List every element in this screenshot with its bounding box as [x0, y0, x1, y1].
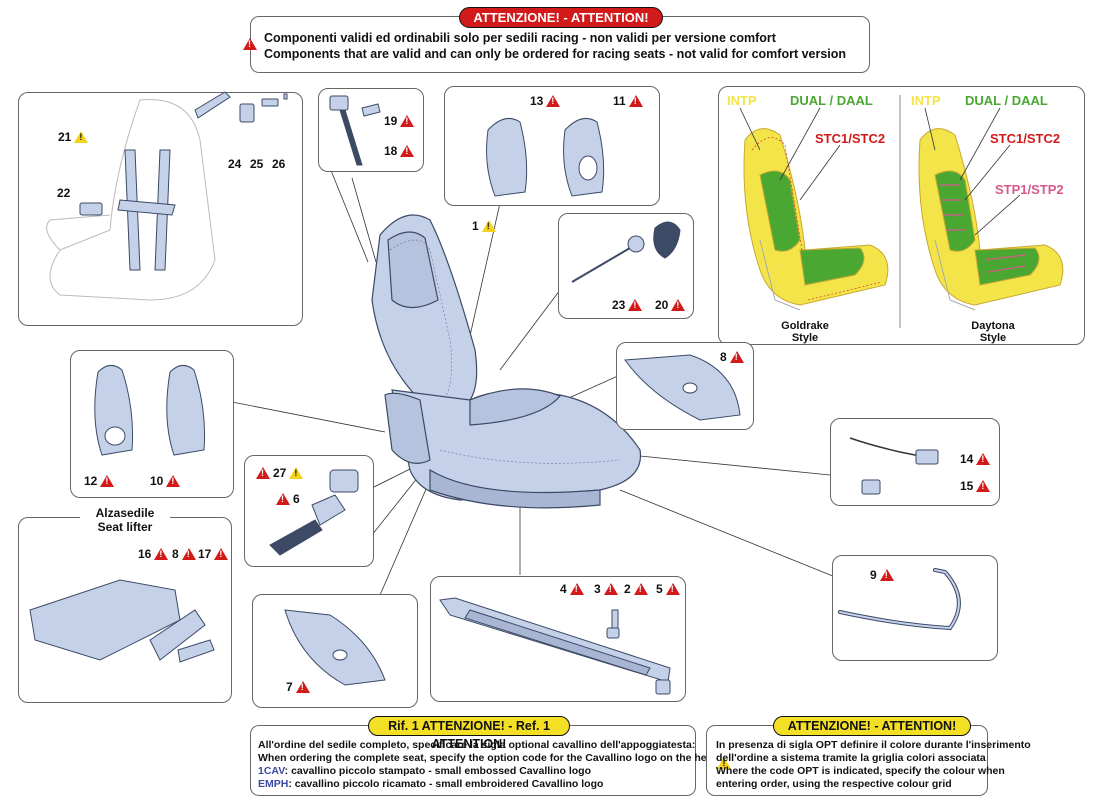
- callout-14: 14: [960, 452, 991, 466]
- ref-notice-l4: EMPH: cavallino piccolo ricamato - small…: [258, 778, 604, 790]
- callout-8-right: 8: [720, 350, 744, 364]
- seat-lifter-title-it: Alzasedile: [80, 507, 170, 519]
- intp-label-right: INTP: [911, 93, 941, 108]
- warning-icon: [400, 145, 415, 157]
- warning-icon: [717, 757, 732, 769]
- ref-notice-l1: All'ordine del sedile completo, specific…: [258, 739, 696, 751]
- warning-icon: [546, 95, 561, 107]
- ref-notice-l2: When ordering the complete seat, specify…: [258, 752, 796, 764]
- callout-6: 6: [276, 492, 300, 506]
- warning-icon: [166, 475, 181, 487]
- callout-24: 24: [228, 157, 242, 171]
- warning-icon: [628, 299, 643, 311]
- dual-label-left: DUAL / DAAL: [790, 93, 873, 108]
- opt-notice-header: ATTENZIONE! - ATTENTION!: [773, 716, 971, 736]
- warning-icon: [181, 548, 196, 560]
- callout-1: 1: [472, 219, 496, 233]
- callout-22: 22: [57, 186, 71, 200]
- main-seat: [371, 214, 642, 509]
- top-notice-header: ATTENZIONE! - ATTENTION!: [459, 7, 663, 28]
- callout-25: 25: [250, 157, 264, 171]
- callout-15: 15: [960, 479, 991, 493]
- callout-17: 17: [198, 547, 229, 561]
- warning-icon: [879, 569, 894, 581]
- seat-lifter-title-en: Seat lifter: [80, 521, 170, 533]
- opt-notice-l3: Where the code OPT is indicated, specify…: [716, 765, 1005, 777]
- callout-19: 19: [384, 114, 415, 128]
- opt-notice-l2: dell'ordine a sistema tramite la griglia…: [716, 752, 986, 764]
- callout-20: 20: [655, 298, 686, 312]
- warning-icon: [671, 299, 686, 311]
- callout-10: 10: [150, 474, 181, 488]
- opt-notice: [706, 725, 988, 796]
- callout-13: 13: [530, 94, 561, 108]
- warning-icon: [603, 583, 618, 595]
- code-1cav: 1CAV: [258, 765, 285, 777]
- warning-icon: [633, 583, 648, 595]
- intp-label-left: INTP: [727, 93, 757, 108]
- warning-icon: [569, 583, 584, 595]
- top-notice-it: Componenti validi ed ordinabili solo per…: [264, 31, 776, 45]
- callout-4: 4: [560, 582, 584, 596]
- warning-icon: [214, 548, 229, 560]
- warning-icon: [154, 548, 169, 560]
- warning-icon: [256, 467, 270, 479]
- callout-8-lifter: 8: [172, 547, 196, 561]
- code-emph: EMPH: [258, 778, 289, 790]
- daytona-style-label: Daytona Style: [971, 320, 1015, 344]
- ref-notice-l3: 1CAV: cavallino piccolo stampato - small…: [258, 765, 591, 777]
- callout-21: 21: [58, 130, 89, 144]
- warning-icon: [628, 95, 643, 107]
- callout-16: 16: [138, 547, 169, 561]
- warning-icon: [976, 480, 991, 492]
- callout-9: 9: [870, 568, 894, 582]
- warning-icon: [400, 115, 415, 127]
- ref-notice: [250, 725, 696, 796]
- warning-icon: [729, 351, 744, 363]
- callout-18: 18: [384, 144, 415, 158]
- callout-3: 3: [594, 582, 618, 596]
- opt-notice-l4: entering order, using the respective col…: [716, 778, 952, 790]
- warning-icon: [665, 583, 680, 595]
- callout-23: 23: [612, 298, 643, 312]
- warning-icon: [481, 220, 496, 232]
- stp-label-right: STP1/STP2: [995, 182, 1064, 197]
- warning-icon: [74, 131, 89, 143]
- warning-icon: [976, 453, 991, 465]
- top-notice-en: Components that are valid and can only b…: [264, 47, 847, 61]
- warning-icon: [289, 467, 304, 479]
- opt-notice-l1: In presenza di sigla OPT definire il col…: [716, 739, 1031, 751]
- callout-2: 2: [624, 582, 648, 596]
- warning-icon: [295, 681, 310, 693]
- panel-9: [832, 555, 998, 661]
- warning-icon: [243, 38, 257, 50]
- dual-label-right: DUAL / DAAL: [965, 93, 1048, 108]
- callout-7: 7: [286, 680, 310, 694]
- ref-notice-header: Rif. 1 ATTENZIONE! - Ref. 1 ATTENTION!: [368, 716, 570, 751]
- stc-label-left: STC1/STC2: [815, 131, 886, 146]
- callout-12: 12: [84, 474, 115, 488]
- callout-26: 26: [272, 157, 286, 171]
- goldrake-style-label: Goldrake Style: [781, 320, 829, 344]
- stc-label-right: STC1/STC2: [990, 131, 1061, 146]
- callout-27: 27: [256, 466, 304, 480]
- callout-11: 11: [613, 94, 643, 108]
- panel-14-15: [830, 418, 1000, 506]
- warning-icon: [100, 475, 115, 487]
- callout-5: 5: [656, 582, 680, 596]
- warning-icon: [276, 493, 290, 505]
